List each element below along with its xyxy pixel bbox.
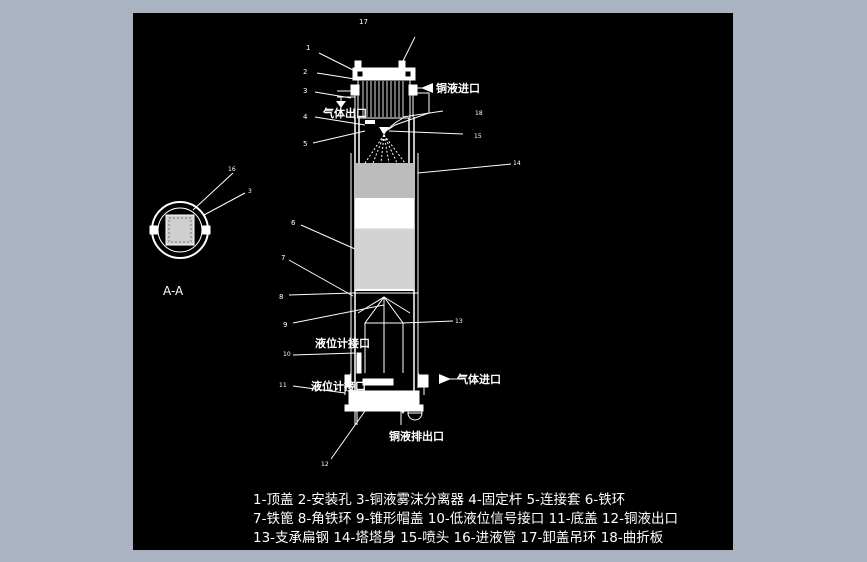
callout-17: 17: [359, 18, 368, 26]
demister-unit: [350, 79, 418, 119]
callout-4: 4: [303, 113, 308, 121]
callout-12: 12: [321, 461, 329, 468]
callout-11: 11: [279, 382, 287, 389]
label-gas-inlet: 气体进口: [456, 372, 501, 386]
label-level-port-upper: 液位计接口: [315, 336, 370, 350]
inlet-pipe: [385, 83, 433, 132]
callout-16: 16: [228, 166, 236, 173]
callout-18: 18: [475, 110, 483, 117]
callout-3-section: 3: [248, 188, 252, 195]
legend-line-2: 7-铁篦 8-角铁环 9-锥形帽盖 10-低液位信号接口 11-底盖 12-铜液…: [253, 511, 678, 527]
legend-line-1: 1-顶盖 2-安装孔 3-铜液雾沫分离器 4-固定杆 5-连接套 6-铁环: [253, 492, 626, 508]
parts-legend: 1-顶盖 2-安装孔 3-铜液雾沫分离器 4-固定杆 5-连接套 6-铁环 7-…: [253, 491, 678, 548]
callout-15: 15: [474, 133, 482, 140]
tower-body: [350, 117, 419, 393]
callout-2: 2: [303, 68, 307, 76]
callout-7: 7: [281, 254, 285, 262]
callout-3: 3: [303, 87, 307, 95]
label-copper-inlet: 铜液进口: [435, 81, 480, 95]
callout-1: 1: [306, 44, 310, 52]
top-cover: [352, 60, 416, 81]
drawing-canvas: 1 2 3 4 5 6 7 8 9 10 11 12 13 14 15 18 1…: [133, 13, 733, 550]
callout-9: 9: [283, 321, 287, 329]
legend-line-3: 13-支承扁钢 14-塔塔身 15-喷头 16-进液管 17-卸盖吊环 18-曲…: [253, 530, 664, 546]
callout-10: 10: [283, 351, 291, 358]
callout-6: 6: [291, 219, 296, 227]
spray-nozzle: [364, 127, 406, 164]
label-level-port-lower: 液位计接口: [311, 379, 366, 393]
label-gas-outlet: 气体出口: [322, 106, 367, 120]
leader-lines: [288, 52, 512, 460]
section-view-aa: [149, 172, 246, 259]
bottom-section: [344, 352, 463, 425]
tower-drawing: 1 2 3 4 5 6 7 8 9 10 11 12 13 14 15 18 1…: [149, 18, 521, 468]
callout-13: 13: [455, 318, 463, 325]
callout-5: 5: [303, 140, 307, 148]
section-label: A-A: [163, 284, 184, 298]
callout-8: 8: [279, 293, 283, 301]
cone-cap: [357, 296, 411, 373]
label-copper-drain: 铜液排出口: [388, 429, 444, 443]
callout-14: 14: [513, 160, 521, 167]
